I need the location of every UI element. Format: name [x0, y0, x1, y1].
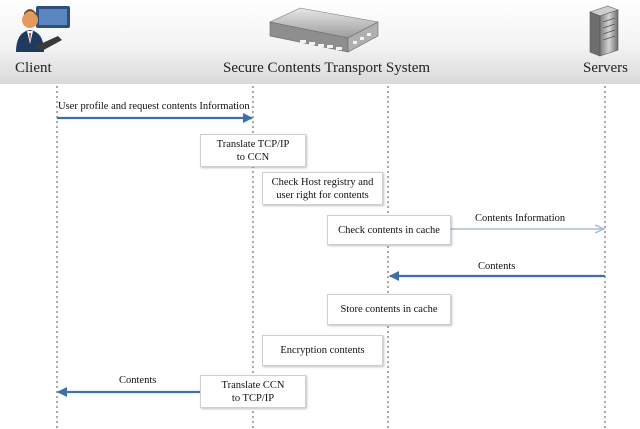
encryption-contents-step: Encryption contents [262, 335, 383, 366]
server-tower-icon [589, 5, 619, 57]
request-label: User profile and request contents Inform… [58, 101, 250, 112]
client-label: Client [15, 60, 52, 76]
contents-info-label: Contents Information [475, 213, 566, 224]
user-laptop-icon [16, 6, 70, 52]
network-appliance-icon [269, 7, 379, 53]
contents-from-server-label: Contents [478, 261, 516, 272]
servers-label: Servers [583, 60, 628, 76]
contents-to-client-label: Contents [119, 375, 157, 386]
store-contents-cache-step: Store contents in cache [327, 294, 451, 325]
system-label: Secure Contents Transport System [223, 60, 431, 76]
check-host-registry-step: Check Host registry and user right for c… [262, 172, 383, 205]
translate-tcpip-to-ccn-step: Translate TCP/IP to CCN [200, 134, 306, 167]
check-contents-cache-step: Check contents in cache [327, 215, 451, 245]
translate-ccn-to-tcpip-step: Translate CCN to TCP/IP [200, 375, 306, 408]
